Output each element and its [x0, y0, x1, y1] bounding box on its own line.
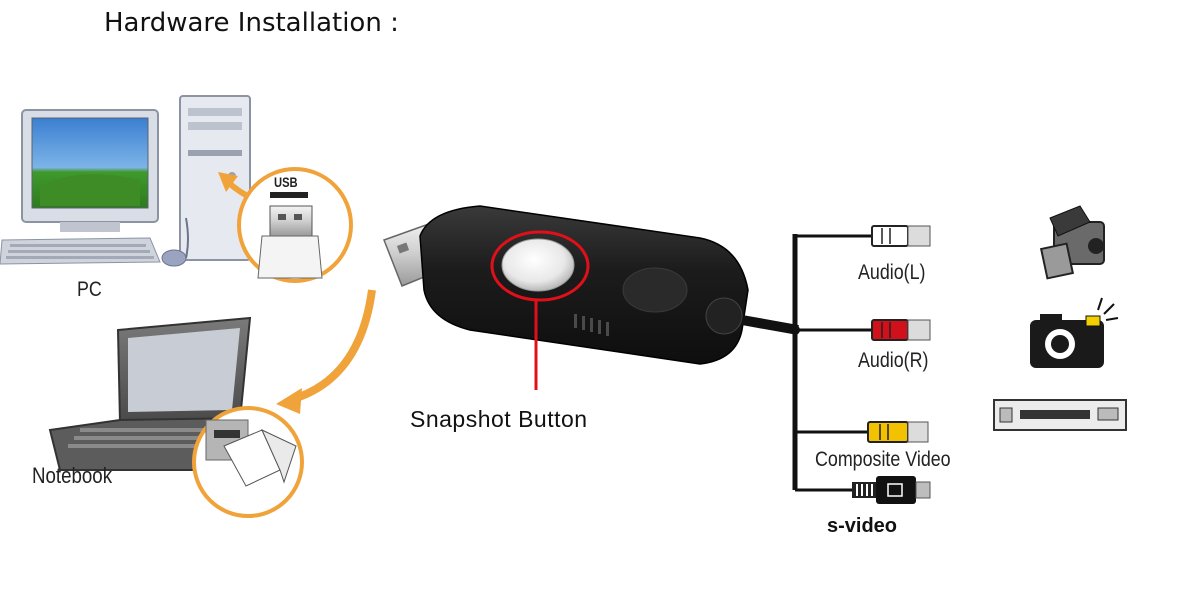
usb-plug-icon: [237, 167, 353, 283]
composite-video-plug: [867, 421, 929, 443]
audio-left-plug: [871, 225, 931, 247]
snapshot-button-label: Snapshot Button: [410, 406, 588, 432]
camcorder-icon: [1039, 205, 1105, 280]
camera-icon: [1030, 297, 1119, 368]
audio-right-plug: [871, 319, 931, 341]
desktop-pc-icon: [0, 95, 251, 267]
pc-label: PC: [77, 278, 102, 301]
vcr-icon: [993, 399, 1127, 431]
s-video-label: s-video: [827, 515, 898, 537]
notebook-usb-zoom: [192, 406, 304, 518]
s-video-plug: [852, 476, 931, 504]
page-title: Hardware Installation :: [104, 8, 399, 38]
av-cable: [741, 234, 872, 492]
notebook-label: Notebook: [32, 463, 113, 488]
audio-left-label: Audio(L): [858, 261, 926, 284]
composite-video-label: Composite Video: [815, 448, 951, 471]
usb-label: USB: [274, 174, 298, 190]
capture-device: [383, 205, 749, 365]
snapshot-highlight: [490, 230, 590, 390]
audio-right-label: Audio(R): [858, 349, 929, 372]
